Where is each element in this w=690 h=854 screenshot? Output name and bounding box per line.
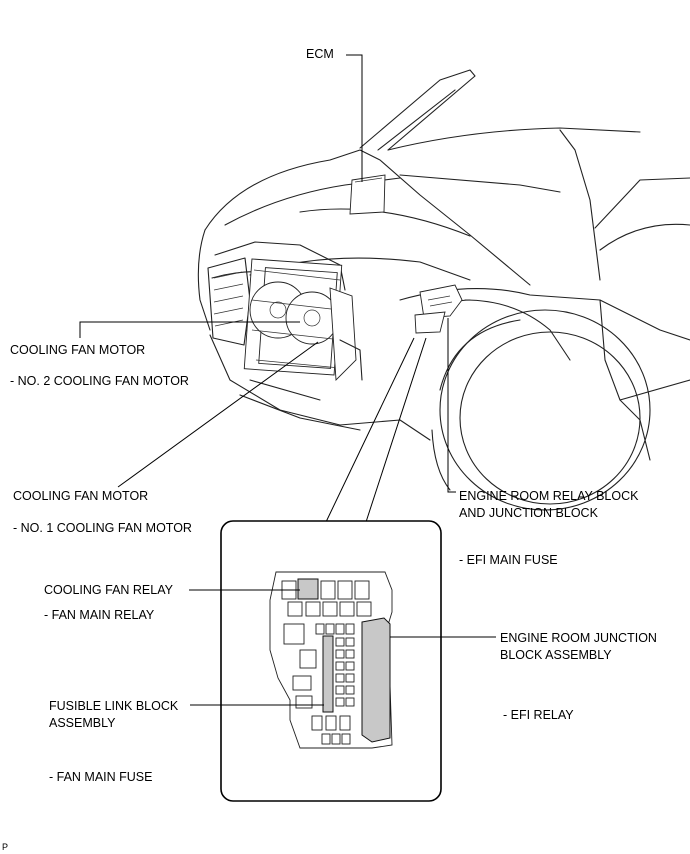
fan-main-fuse-label: - FAN MAIN FUSE [49, 770, 153, 784]
fusible-link-block-label: FUSIBLE LINK BLOCK ASSEMBLY [49, 699, 179, 730]
no2-cooling-fan-motor-label: - NO. 2 COOLING FAN MOTOR [10, 374, 189, 388]
fan-main-relay-label: - FAN MAIN RELAY [44, 608, 155, 622]
ecm-label: ECM [306, 47, 334, 61]
cooling-fan-relay-highlight [297, 578, 319, 600]
vehicle-illustration [197, 69, 690, 511]
cooling-fan-motor-no1-label: COOLING FAN MOTOR [13, 489, 149, 503]
no1-cooling-fan-motor-label: - NO. 1 COOLING FAN MOTOR [13, 521, 192, 535]
efi-main-fuse-label: - EFI MAIN FUSE [459, 553, 558, 567]
leader-lines [79, 54, 456, 523]
cooling-fan-motor-no2-label: COOLING FAN MOTOR [10, 343, 146, 357]
fusible-link-highlight [322, 635, 334, 713]
engine-room-junction-block-label: ENGINE ROOM JUNCTION BLOCK ASSEMBLY [500, 631, 657, 662]
fuse-rows [311, 623, 355, 745]
corner-code: P [2, 842, 9, 852]
junction-block-highlight [361, 617, 391, 743]
engine-room-relay-block-label: ENGINE ROOM RELAY BLOCK AND JUNCTION BLO… [459, 489, 639, 520]
relay-block-inset [189, 520, 496, 802]
efi-relay-label: - EFI RELAY [503, 708, 574, 722]
cooling-fan-relay-label: COOLING FAN RELAY [44, 583, 173, 597]
